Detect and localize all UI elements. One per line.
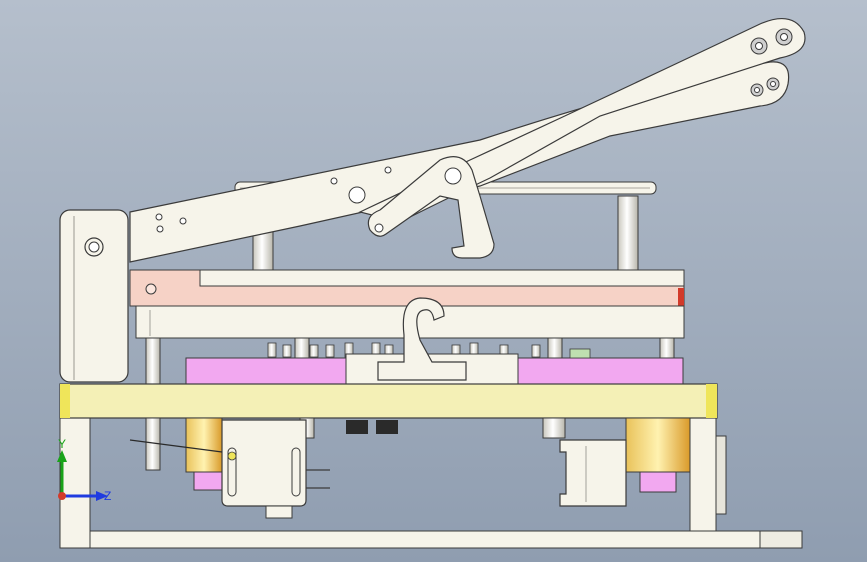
pivot-hole-left-inner <box>88 241 100 253</box>
right-switch-block[interactable] <box>559 439 627 507</box>
leader-line <box>129 439 223 453</box>
upper-press-plate-top <box>199 269 685 287</box>
magenta-foot-left <box>193 471 223 491</box>
left-leg-outer[interactable] <box>59 417 91 549</box>
base-plate[interactable] <box>59 530 803 549</box>
small-block-right <box>569 348 591 359</box>
switch-indicator <box>227 451 237 461</box>
main-plate-right-end <box>706 384 717 418</box>
left-column[interactable] <box>59 209 129 383</box>
switch-base <box>265 505 293 519</box>
post-a[interactable] <box>145 337 161 385</box>
orange-cylinder-left[interactable] <box>185 417 223 473</box>
upper-press-plate-edge <box>678 288 684 306</box>
z-axis-arrow <box>96 491 108 501</box>
right-bracket[interactable] <box>715 435 727 515</box>
y-axis-arrow <box>57 450 67 462</box>
handle-pivot-bolts <box>750 28 793 97</box>
axis-triad: Y Z <box>57 438 111 503</box>
hook-latch[interactable] <box>377 297 467 381</box>
x-axis-dot <box>58 492 66 500</box>
plate-pivot-hole <box>145 283 157 295</box>
orange-cylinder-right[interactable] <box>625 417 691 473</box>
lower-post-3[interactable] <box>542 417 566 439</box>
cam-hook-lever[interactable] <box>367 156 495 259</box>
z-axis-label: Z <box>104 489 111 503</box>
guide-post-2[interactable] <box>617 195 639 273</box>
dark-fasteners <box>346 420 398 434</box>
main-plate[interactable] <box>59 383 718 419</box>
left-switch-block[interactable] <box>221 419 307 507</box>
right-leg[interactable] <box>689 417 717 532</box>
y-axis-label: Y <box>58 438 66 451</box>
main-plate-left-end <box>60 384 70 418</box>
magenta-foot-right <box>639 471 677 493</box>
switch-slot-2 <box>291 447 301 497</box>
lever-holes <box>155 166 462 233</box>
base-plate-end[interactable] <box>759 530 803 549</box>
switch-slot-1 <box>227 447 237 497</box>
